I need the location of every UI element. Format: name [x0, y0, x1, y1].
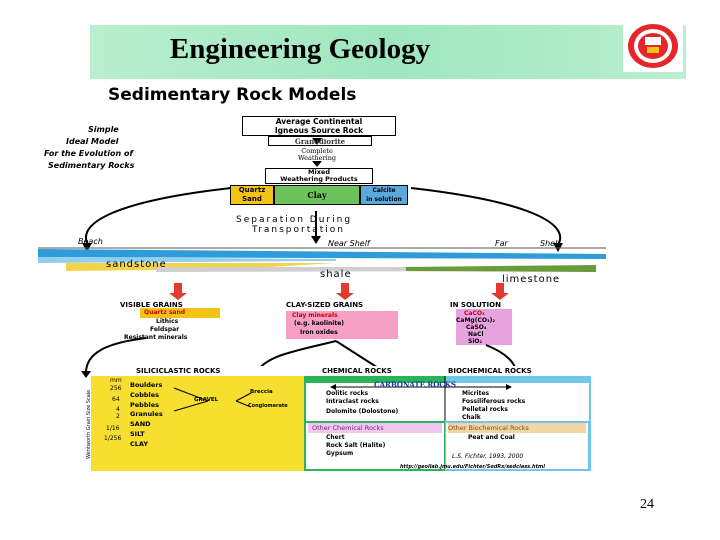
quartz-sand-box: Quartz Sand [230, 185, 274, 205]
grain-group-solution-title: IN SOLUTION [450, 301, 501, 309]
facies-shale: shale [320, 269, 352, 280]
other-chemical-title: Other Chemical Rocks [312, 424, 384, 432]
grain-group-solution-line-3: CaSO₄ [466, 324, 487, 331]
other-chemical-item-3: Gypsum [326, 450, 354, 457]
grain-size-4: 4 [116, 406, 120, 413]
title-bar: Engineering Geology [90, 25, 686, 79]
facies-sandstone: sandstone [106, 259, 167, 270]
biochemical-item-2: Fossiliferous rocks [462, 398, 526, 405]
zone-beach: Beach [78, 237, 103, 246]
source-rock-box: Average Continental Igneous Source Rock [242, 116, 396, 136]
source-url: http://geollab.jmu.edu/Fichter/SedRx/sed… [400, 464, 545, 470]
clastic-row-sand: SAND [130, 420, 151, 428]
clastic-row-granules: Granules [130, 410, 163, 418]
source-rock-line-1: Average Continental [275, 117, 363, 126]
clastic-row-pebbles: Pebbles [130, 401, 159, 409]
grain-size-1-16: 1/16 [106, 425, 120, 432]
grain-scale-label: Wentworth Grain Size Scale [86, 389, 92, 459]
grain-group-visible-line-4: Resistant minerals [124, 334, 188, 341]
zone-shelf: Shelf [540, 239, 561, 248]
biochemical-item-4: Chalk [462, 414, 481, 421]
clastic-row-cobbles: Cobbles [130, 391, 160, 399]
granodiorite-label: Granodiorite [268, 136, 372, 146]
other-chemical-item-1: Chert [326, 434, 345, 441]
grain-group-clay-title: CLAY-SIZED GRAINS [286, 301, 364, 309]
grain-group-visible-line-3: Feldspar [150, 326, 180, 333]
credit-label: L.S. Fichter, 1993, 2000 [452, 453, 524, 460]
grain-group-solution-line-5: SiO₂ [468, 338, 483, 345]
carbonate-header: CARBONATE ROCKS [374, 380, 457, 389]
other-biochemical-title: Other Biochemical Rocks [448, 424, 529, 432]
slide-title: Engineering Geology [169, 33, 431, 65]
other-biochemical-item-1: Peat and Coal [468, 434, 515, 441]
other-chemical-item-2: Rock Salt (Halite) [326, 442, 386, 449]
chemical-item-2: Intraclast rocks [326, 398, 379, 405]
grain-size-64: 64 [112, 396, 120, 403]
grain-group-solution-line-2: CaMg(CO₃)₂ [456, 317, 495, 324]
page-number: 24 [640, 497, 654, 512]
side-title-line-1: Simple [88, 125, 119, 134]
breccia-label: Breccia [250, 389, 273, 395]
sedimentary-rock-models-diagram: Sedimentary Rock Models Simple Ideal Mod… [36, 83, 612, 474]
weathering-products-box: Mixed Weathering Products [265, 168, 373, 184]
grain-group-visible-line-2: Lithics [156, 318, 179, 325]
grain-size-2: 2 [116, 413, 120, 420]
conglomerate-label: Conglomerate [248, 403, 288, 409]
biochemical-item-1: Micrites [462, 390, 490, 397]
zone-far-shelf: Far [495, 239, 508, 248]
grain-group-visible-title: VISIBLE GRAINS [120, 301, 183, 309]
gravel-label: GRAVEL [194, 397, 219, 403]
grain-group-solution-line-1: CaCO₃ [464, 310, 485, 317]
zone-near-shelf: Near Shelf [328, 239, 370, 248]
grain-size-256: 256 [110, 385, 122, 392]
side-title-line-4: Sedimentary Rocks [48, 161, 135, 170]
source-rock-line-2: Igneous Source Rock [274, 126, 364, 135]
side-title-line-3: For the Evolution of [44, 149, 133, 158]
biochemical-item-3: Pelletal rocks [462, 406, 508, 413]
university-seal-logo [623, 20, 683, 72]
clastic-row-silt: SILT [130, 430, 145, 438]
grain-group-solution-line-4: NaCl [468, 331, 484, 338]
chemical-item-3: Dolomite (Dolostone) [326, 408, 399, 415]
chemical-item-1: Oolitic rocks [326, 390, 369, 397]
grain-size-1-256: 1/256 [104, 435, 122, 442]
header-chemical: CHEMICAL ROCKS [322, 367, 392, 375]
grain-group-clay-line-2: (e.g. kaolinite) [294, 320, 345, 327]
clastic-row-boulders: Boulders [130, 381, 163, 389]
grain-group-clay-line-1: Clay minerals [292, 312, 338, 319]
header-siliciclastic: SILICICLASTIC ROCKS [136, 367, 221, 375]
clay-box: Clay [274, 185, 360, 205]
facies-limestone: limestone [502, 274, 561, 285]
diagram-graphics [38, 138, 606, 471]
diagram-heading: Sedimentary Rock Models [108, 85, 357, 105]
calcite-box: Calcite in solution [360, 185, 408, 205]
grain-size-unit: mm [110, 377, 122, 384]
clastic-row-clay: CLAY [130, 440, 149, 448]
separation-label: Separation During Transportation [236, 215, 353, 235]
side-title-line-2: Ideal Model [66, 137, 119, 146]
grain-group-clay-line-3: Iron oxides [300, 329, 338, 336]
header-biochemical: BIOCHEMICAL ROCKS [448, 367, 532, 375]
weathering-label: Complete Weathering [298, 147, 337, 162]
grain-group-visible-line-1: Quartz sand [144, 309, 186, 316]
